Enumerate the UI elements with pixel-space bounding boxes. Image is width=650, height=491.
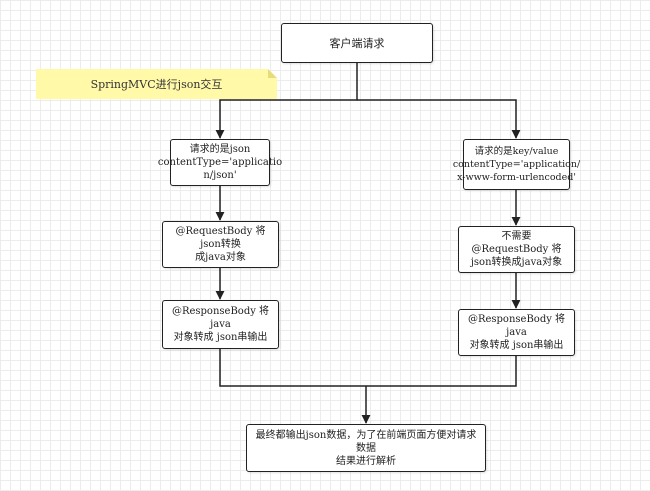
kv-request-box: 请求的是key/value contentType='application/ … — [453, 139, 580, 190]
connector-top-right — [357, 99, 521, 139]
json-request-box: 请求的是json contentType='applicatio n/json' — [158, 139, 282, 186]
client-request-label: 客户端请求 — [329, 36, 385, 50]
requestbody-label: @RequestBody 将json转换 成java对象 — [175, 226, 266, 263]
sticky-note: SpringMVC进行json交互 — [36, 69, 277, 99]
connector-merge-left — [219, 349, 366, 387]
json-request-label: 请求的是json contentType='applicatio n/json' — [157, 144, 283, 181]
sticky-note-text: SpringMVC进行json交互 — [90, 78, 223, 91]
responsebody-left-label: @ResponseBody 将 java 对象转成 json串输出 — [171, 306, 270, 343]
sticky-note-fold — [268, 69, 277, 78]
final-output-label: 最终都输出json数据，为了在前端页面方便对请求数据 结果进行解析 — [255, 429, 477, 467]
responsebody-left-box: @ResponseBody 将 java 对象转成 json串输出 — [162, 300, 279, 349]
responsebody-right-box: @ResponseBody 将 java 对象转成 json串输出 — [458, 309, 575, 356]
no-requestbody-box: 不需要 @RequestBody 将 json转换成java对象 — [458, 226, 575, 273]
final-output-box: 最终都输出json数据，为了在前端页面方便对请求数据 结果进行解析 — [246, 424, 486, 472]
requestbody-box: @RequestBody 将json转换 成java对象 — [162, 221, 279, 268]
client-request-box: 客户端请求 — [281, 23, 433, 63]
no-requestbody-label: 不需要 @RequestBody 将 json转换成java对象 — [470, 231, 563, 268]
responsebody-right-label: @ResponseBody 将 java 对象转成 json串输出 — [467, 314, 566, 351]
connector-top-split — [215, 63, 358, 139]
kv-request-label: 请求的是key/value contentType='application/ … — [452, 146, 581, 183]
connector-merge-right — [366, 356, 517, 387]
